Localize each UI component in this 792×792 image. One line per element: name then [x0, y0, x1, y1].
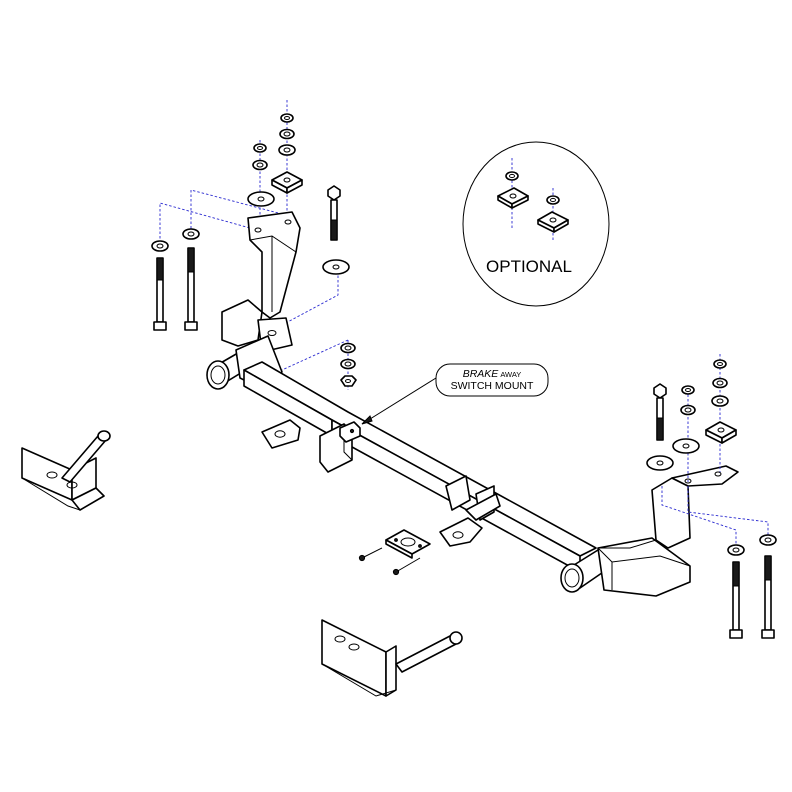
brake-switch-plate: [385, 529, 431, 559]
lock-washer-left: [279, 128, 295, 140]
carriage-bolt-left-1: [151, 240, 169, 331]
hex-nut-mid-left: [340, 375, 357, 387]
lock-washer-second-left: [252, 159, 268, 171]
hex-bolt-right: [653, 383, 667, 441]
optional-detail-circle: [462, 141, 610, 307]
washer-mid-left-1: [340, 342, 356, 354]
main-crossbar: [206, 335, 613, 593]
right-mounting-bracket: [597, 465, 739, 597]
flat-washer-large-left: [247, 191, 275, 207]
callout-leader: [361, 377, 437, 425]
callout-box: [435, 363, 549, 397]
crossbar-beam: [243, 361, 597, 557]
right-hardware: [646, 354, 777, 639]
optional-detail: OPTIONAL: [462, 141, 610, 307]
brake-plate-hardware: [358, 529, 431, 576]
flat-washer-left: [278, 144, 296, 156]
center-receiver: [439, 475, 501, 547]
hex-nut-top-right: [713, 359, 727, 369]
away-label: AWAY: [500, 370, 521, 379]
screw-1: [358, 547, 383, 562]
large-washer-right-1: [672, 438, 700, 454]
optional-nut-right: [546, 195, 560, 205]
washer-mid-left-2: [340, 358, 356, 370]
optional-plate-left: [497, 187, 529, 209]
hex-nut-second-left: [253, 143, 267, 153]
brake-label: BRAKE: [463, 368, 500, 380]
lock-washer-right: [712, 377, 728, 389]
left-mounting-bracket: [221, 211, 301, 353]
optional-label: OPTIONAL: [486, 257, 572, 276]
optional-nut-left: [505, 171, 519, 181]
chain-tab-left: [261, 419, 301, 449]
screw-2: [392, 557, 421, 576]
lock-washer-second-right: [680, 404, 696, 416]
tow-bracket-left: [21, 430, 111, 511]
tow-bracket-center: [321, 619, 463, 697]
optional-plate-right: [537, 211, 569, 233]
carriage-bolt-right-1: [727, 544, 745, 639]
carriage-bolt-left-2: [182, 228, 200, 331]
hex-nut-top-left: [280, 113, 294, 123]
large-washer-center-left: [322, 259, 350, 275]
brake-away-switch-mount: [339, 421, 361, 443]
hex-bolt-center-left: [327, 185, 341, 241]
flat-washer-right: [711, 395, 729, 407]
switch-mount-label: SWITCH MOUNT: [451, 380, 534, 392]
square-plate-right: [705, 421, 737, 444]
left-hardware: [151, 100, 357, 390]
carriage-bolt-right-2: [759, 534, 777, 639]
hex-nut-second-right: [681, 385, 695, 395]
large-washer-right-2: [646, 455, 674, 471]
square-plate-left: [271, 171, 303, 194]
